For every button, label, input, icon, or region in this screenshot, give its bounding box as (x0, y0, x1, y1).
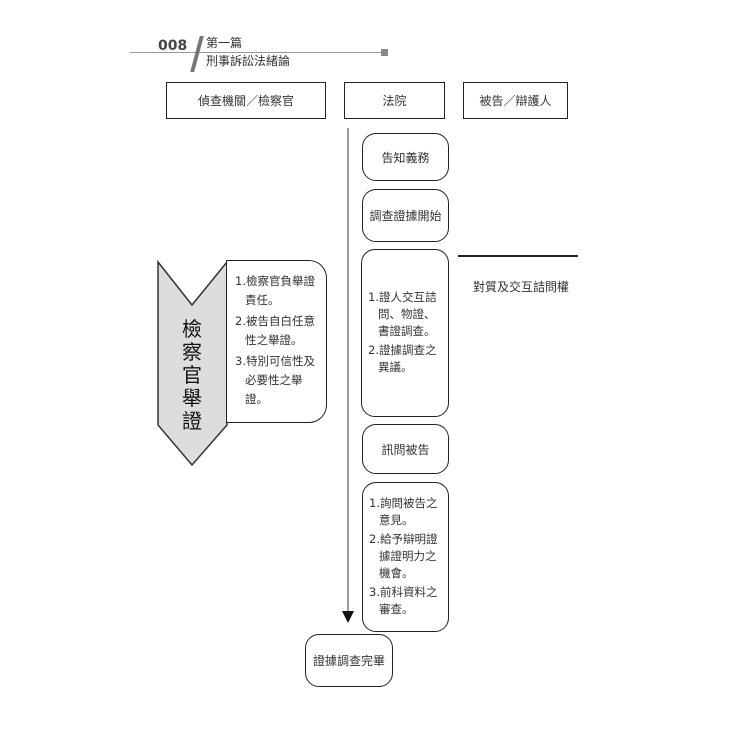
prosecutor-item: 2.被告自白任意性之舉證。 (235, 314, 315, 347)
defendant-item: 3.前科資料之審查。 (369, 584, 438, 616)
prosecutor-item: 1.檢察官負舉證責任。 (235, 274, 315, 307)
investigation-item: 1.證人交互詰問、物證、書證調查。 (368, 289, 437, 338)
step-start: 調查證據開始 (362, 189, 449, 242)
prosecutor-label: 檢察官舉證 (182, 317, 202, 433)
prosecutor-chevron (157, 260, 228, 467)
step-notice: 告知義務 (362, 133, 449, 181)
column-prosecutor: 偵查機關／檢察官 (166, 82, 326, 119)
step-interrogate: 訊問被告 (362, 424, 449, 474)
defendant-item: 1.詢問被告之意見。 (369, 495, 438, 527)
column-court: 法院 (344, 82, 445, 119)
page-number: 008 (158, 38, 188, 54)
defendant-rule (458, 255, 578, 257)
defendant-right: 對質及交互詰問權 (473, 280, 570, 294)
header-slash-icon (190, 36, 204, 72)
step-defendant-items: 1.詢問被告之意見。 2.給予辯明證據證明力之機會。 3.前科資料之審查。 (362, 482, 449, 632)
step-investigation: 1.證人交互詰問、物證、書證調查。 2.證據調查之異議。 (361, 249, 449, 417)
header-square-icon (381, 49, 388, 56)
flow-arrow (342, 128, 354, 623)
step-end: 證據調查完畢 (305, 634, 393, 687)
header-part: 第一篇 (206, 36, 243, 50)
prosecutor-items: 1.檢察官負舉證責任。 2.被告自白任意性之舉證。 3.特別可信性及必要性之舉證… (226, 260, 327, 423)
header-chapter: 刑事訴訟法緒論 (206, 54, 291, 68)
header-rule (130, 52, 385, 53)
defendant-item: 2.給予辯明證據證明力之機會。 (369, 531, 438, 580)
column-defendant: 被告／辯護人 (463, 82, 568, 119)
prosecutor-item: 3.特別可信性及必要性之舉證。 (235, 354, 315, 406)
investigation-item: 2.證據調查之異議。 (368, 342, 437, 374)
